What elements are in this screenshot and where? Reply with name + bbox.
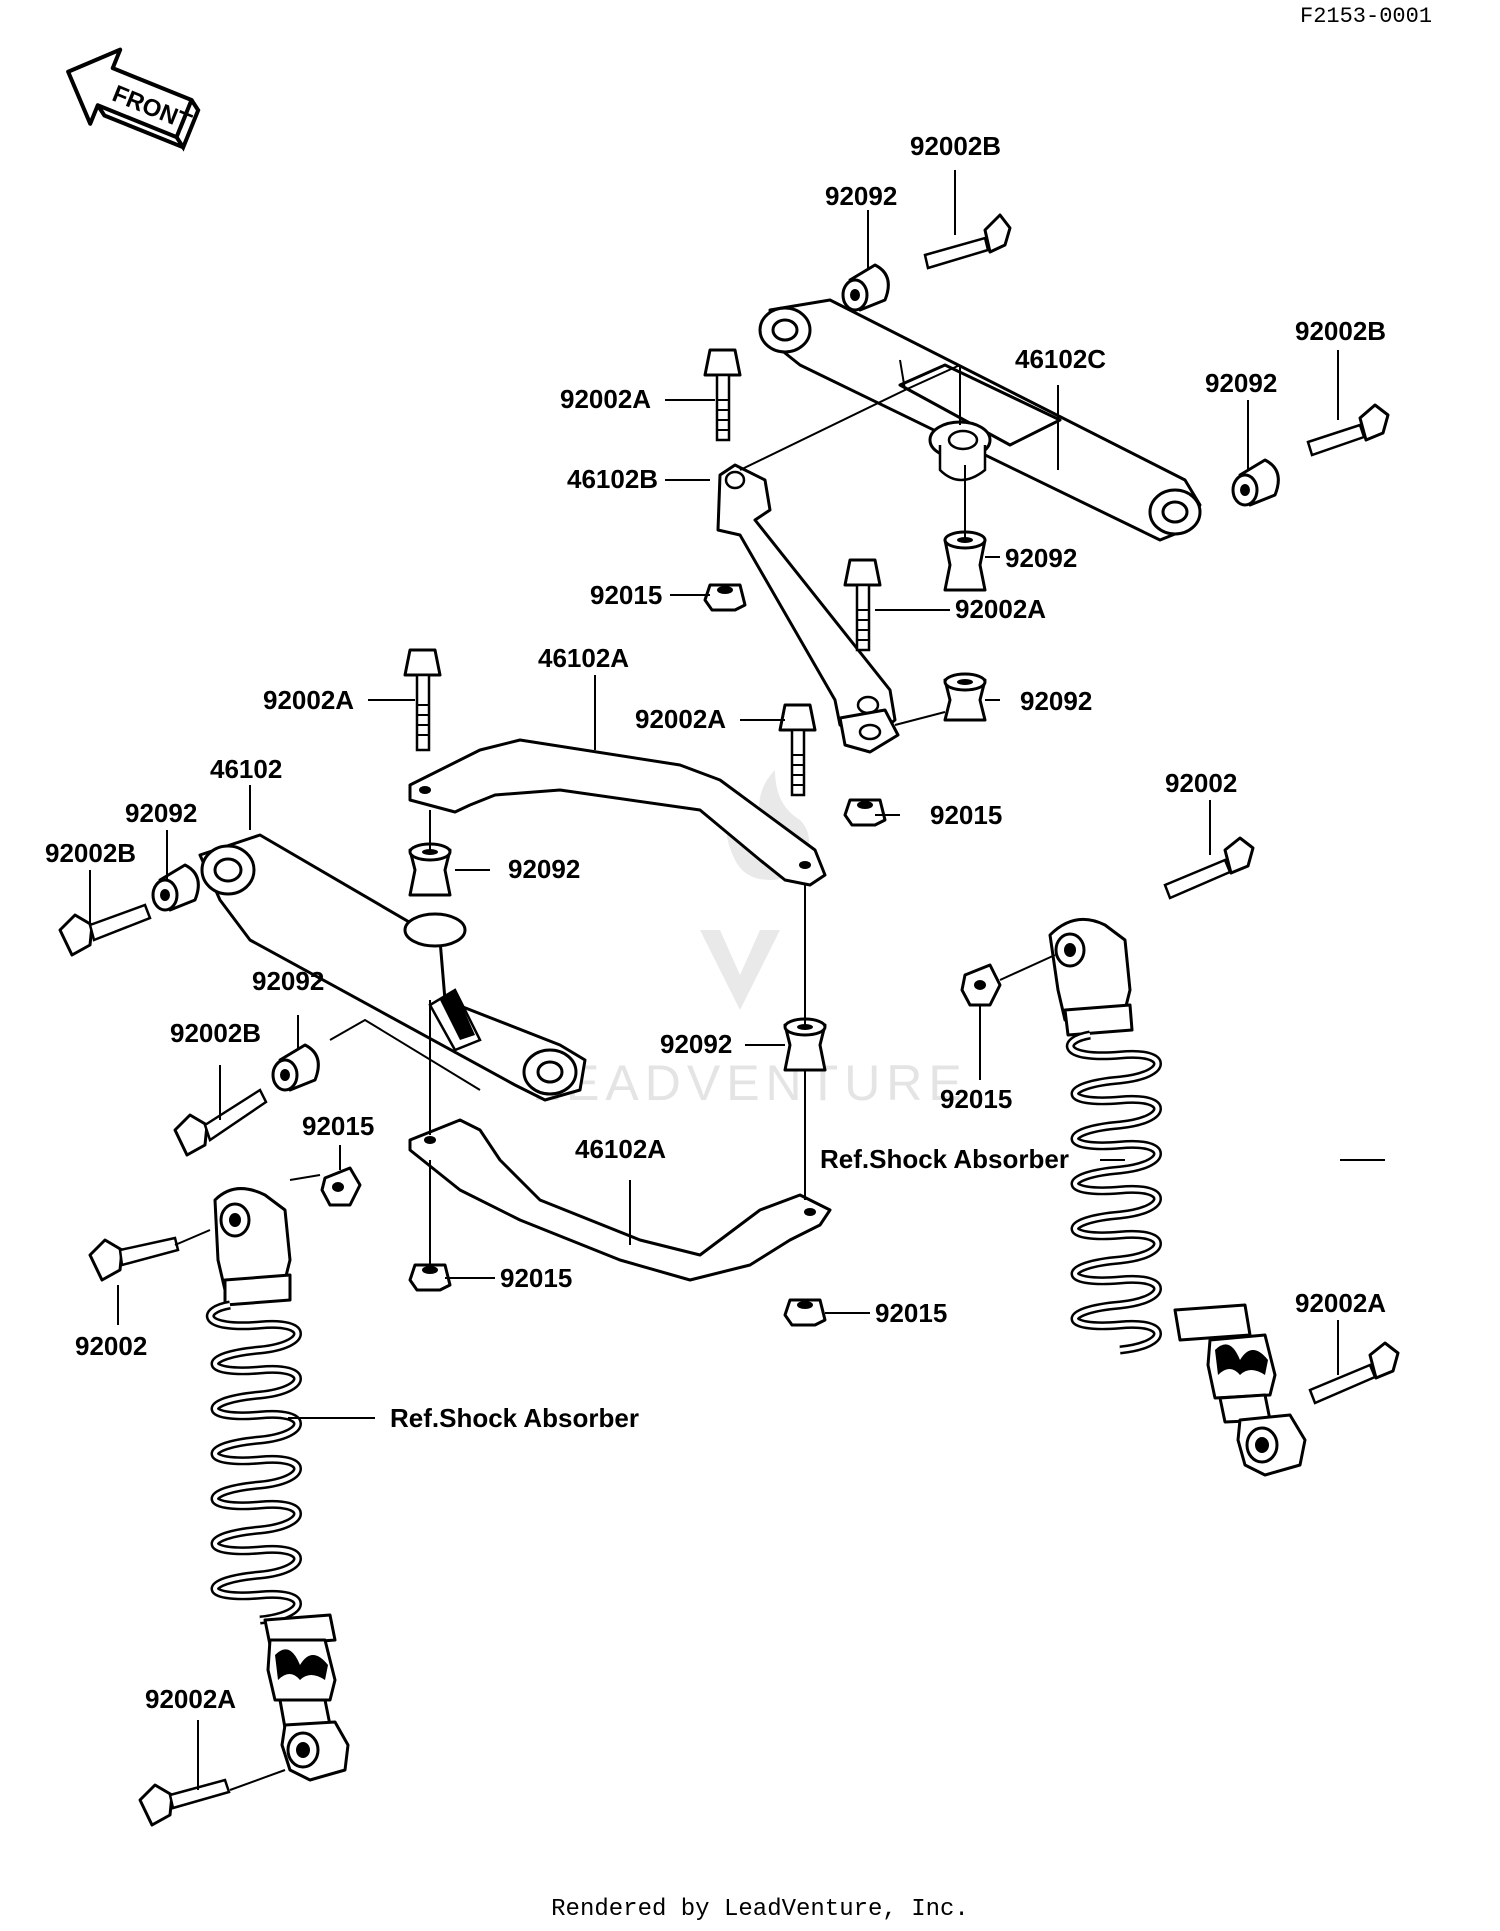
bracket-46102A-upper-part: [408, 738, 827, 887]
bolt-92002A-mid-part: [778, 703, 817, 797]
collar-92092-bracket-right-part: [783, 1017, 827, 1072]
label-92015-shock-left: 92015: [302, 1111, 374, 1141]
bolt-92002B-lower-left-part: [173, 1088, 268, 1157]
label-92002A-mid-right: 92002A: [955, 594, 1046, 624]
nut-92015-lower-center-part: [408, 1263, 452, 1292]
label-92092-under-c: 92092: [1005, 543, 1077, 573]
label-92002B-right: 92002B: [1295, 316, 1386, 346]
shock-absorber-left-part: [206, 1187, 350, 1782]
front-arrow-icon: FRONT: [66, 47, 201, 152]
label-92092-top: 92092: [825, 181, 897, 211]
label-92002A-shock-left: 92002A: [145, 1684, 236, 1714]
label-92002A-shock-right: 92002A: [1295, 1288, 1386, 1318]
label-92092-right: 92092: [1205, 368, 1277, 398]
bolt-92002A-mid-right-part: [843, 558, 882, 652]
v-watermark-icon: [700, 930, 780, 1010]
bolt-92002-right-part: [1163, 836, 1255, 900]
collar-92092-lower-left-part: [271, 1043, 320, 1092]
bolt-92002-left-part: [88, 1236, 180, 1282]
nut-92015-lower-right-part: [783, 1298, 827, 1327]
nut-92015-shock-right-part: [960, 963, 1002, 1007]
label-ref-shock-left: Ref.Shock Absorber: [390, 1403, 639, 1433]
label-92092-mid-right: 92092: [1020, 686, 1092, 716]
leader-lines: [89, 170, 1385, 1791]
label-92015-mid-right: 92015: [930, 800, 1002, 830]
bolt-92002B-left-part: [58, 903, 152, 957]
shock-absorber-right-part: [1048, 917, 1307, 1477]
label-92015-lower-right: 92015: [875, 1298, 947, 1328]
label-92092-center: 92092: [508, 854, 580, 884]
label-92092-left: 92092: [125, 798, 197, 828]
label-92092-bracket-right: 92092: [660, 1029, 732, 1059]
footer-credit: Rendered by LeadVenture, Inc.: [551, 1896, 969, 1923]
label-46102C: 46102C: [1015, 344, 1106, 374]
label-ref-shock-right: Ref.Shock Absorber: [820, 1144, 1069, 1174]
bolt-92002B-right-part: [1306, 403, 1390, 457]
label-46102A-lower: 46102A: [575, 1134, 666, 1164]
bolt-92002A-shock-right-part: [1308, 1341, 1400, 1405]
label-92015-upper: 92015: [590, 580, 662, 610]
arm-46102C-part: [758, 298, 1202, 542]
diagram-code: F2153-0001: [1300, 4, 1432, 29]
label-92015-lower-center: 92015: [500, 1263, 572, 1293]
label-92002A-left: 92002A: [263, 685, 354, 715]
arm-46102-part: [198, 833, 587, 1102]
nut-92015-mid-right-part: [843, 798, 887, 827]
label-46102A-upper: 46102A: [538, 643, 629, 673]
collar-92092-under-c-part: [943, 530, 987, 592]
bolt-92002A-shock-left-part: [138, 1778, 231, 1827]
label-92002B-top: 92002B: [910, 131, 1001, 161]
collar-92092-mid-right-part: [943, 672, 987, 722]
label-92092-lower-left: 92092: [252, 966, 324, 996]
bolt-92002B-top-part: [923, 213, 1012, 270]
label-46102: 46102: [210, 754, 282, 784]
bolt-92002A-left-part: [403, 648, 442, 752]
collar-92092-top-part: [841, 263, 890, 312]
collar-92092-right-part: [1231, 458, 1280, 507]
collar-92092-center-part: [408, 842, 452, 897]
label-92002B-lower-left: 92002B: [170, 1018, 261, 1048]
collar-92092-left-part: [151, 863, 200, 912]
bracket-46102A-lower-part: [408, 1118, 832, 1282]
nut-92015-shock-left-part: [320, 1166, 362, 1207]
bolt-92002A-upper-part: [703, 348, 742, 442]
label-92002A-mid: 92002A: [635, 704, 726, 734]
label-92002-left: 92002: [75, 1331, 147, 1361]
label-92002B-left: 92002B: [45, 838, 136, 868]
label-92002A-upper: 92002A: [560, 384, 651, 414]
label-46102B: 46102B: [567, 464, 658, 494]
link-46102B-part: [716, 463, 900, 754]
part-labels: 92002B 92092 92002B 46102C 92092 92002A …: [45, 131, 1386, 1714]
label-92015-shock-right: 92015: [940, 1084, 1012, 1114]
watermark-text: LEADVENTURE: [532, 1055, 968, 1111]
label-92002-right: 92002: [1165, 768, 1237, 798]
nut-92015-upper-part: [703, 583, 747, 612]
